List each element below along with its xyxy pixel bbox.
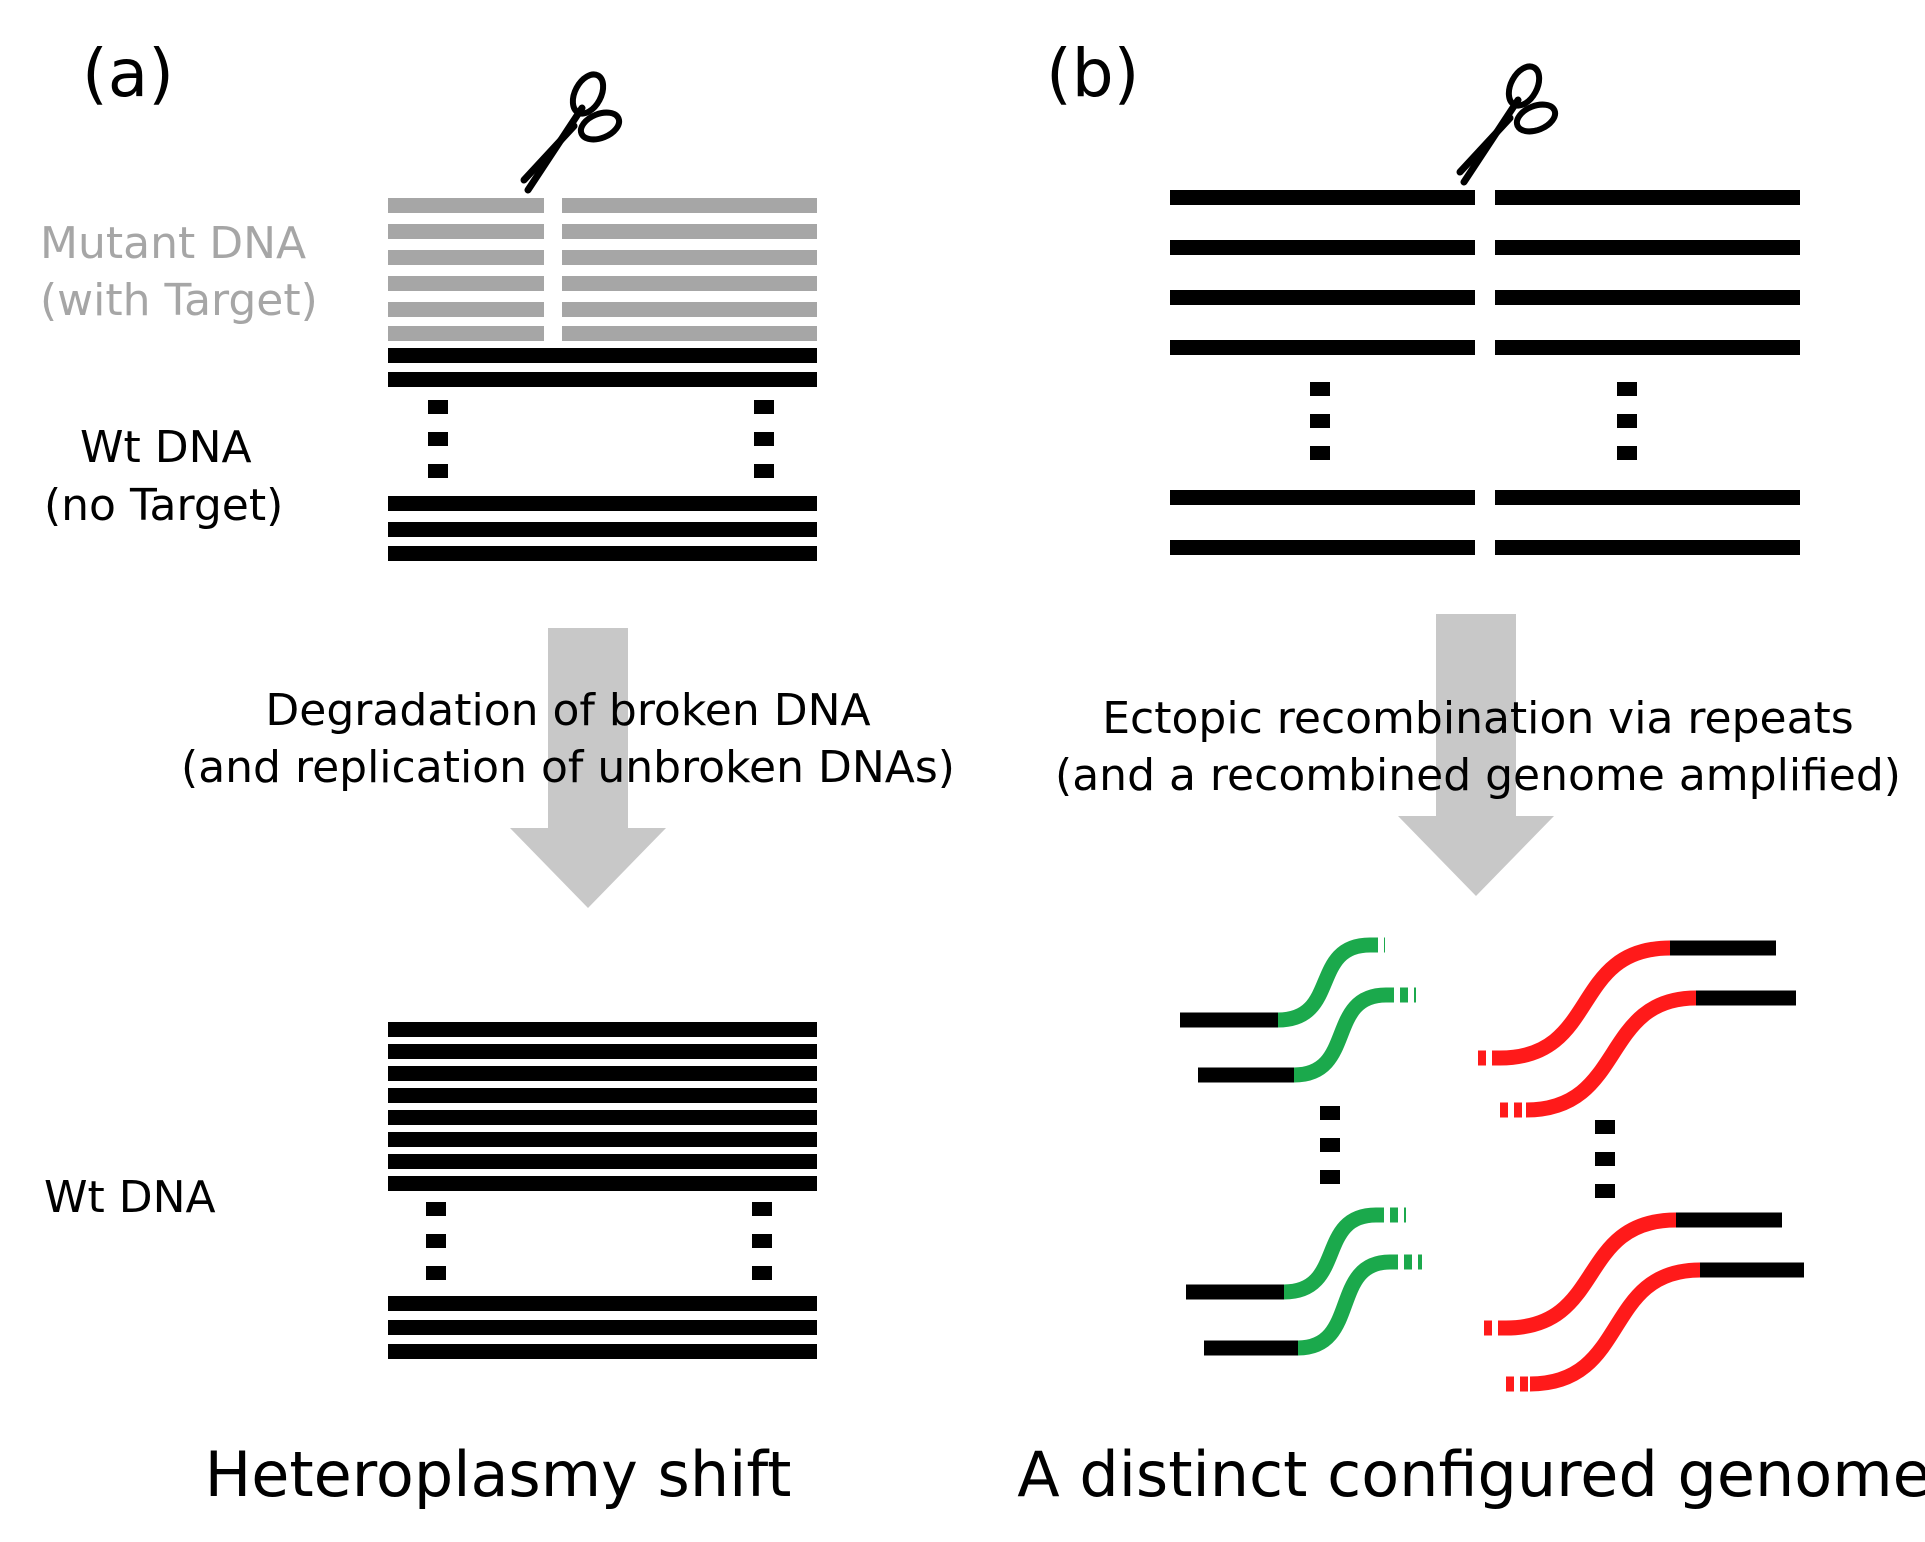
panel-b: (b) Ectopic recombination via repeats (a… (1017, 35, 1925, 1511)
mutant-dna-strands (388, 198, 817, 341)
red-continuation-dots (1595, 1120, 1615, 1198)
panel-b-label: (b) (1046, 35, 1139, 112)
result-dna-continuation-dots (426, 1202, 772, 1280)
process-a-line-1: Degradation of broken DNA (265, 685, 870, 736)
genome-strands (1170, 190, 1800, 555)
process-arrow-b (1398, 614, 1554, 896)
genome-continuation-dots (1310, 382, 1637, 460)
wt-dna-strands-bottom (388, 496, 817, 561)
process-b-line-1: Ectopic recombination via repeats (1102, 693, 1853, 744)
outcome-a: Heteroplasmy shift (205, 1438, 792, 1511)
mutant-dna-label: Mutant DNA (40, 218, 306, 269)
wt-dna-sublabel: (no Target) (44, 480, 283, 531)
wt-dna-label: Wt DNA (80, 422, 252, 473)
recombined-genome-red-bottom (1484, 1212, 1804, 1392)
process-a-line-2: (and replication of unbroken DNAs) (181, 742, 955, 793)
result-wt-dna-label: Wt DNA (44, 1172, 216, 1223)
green-continuation-dots (1320, 1106, 1340, 1184)
recombined-genome-red-top (1478, 940, 1796, 1118)
wt-dna-strands-top (388, 348, 817, 387)
scissors-icon (1460, 61, 1559, 182)
panel-a-label: (a) (82, 35, 174, 112)
process-b-line-2: (and a recombined genome amplified) (1055, 750, 1901, 801)
result-wt-dna-strands (388, 1022, 817, 1191)
process-arrow-a (510, 628, 666, 908)
recombined-genome-green-top (1180, 937, 1416, 1083)
panel-a: (a) Mutant DNA (with Target) Wt DNA (no … (40, 35, 955, 1511)
outcome-b: A distinct configured genome (1017, 1438, 1925, 1511)
recombined-genome-green-bottom (1186, 1207, 1422, 1356)
result-wt-dna-strands-bottom (388, 1296, 817, 1359)
mutant-dna-sublabel: (with Target) (40, 275, 318, 326)
scissors-icon (524, 69, 623, 190)
wt-dna-continuation-dots (428, 400, 774, 478)
